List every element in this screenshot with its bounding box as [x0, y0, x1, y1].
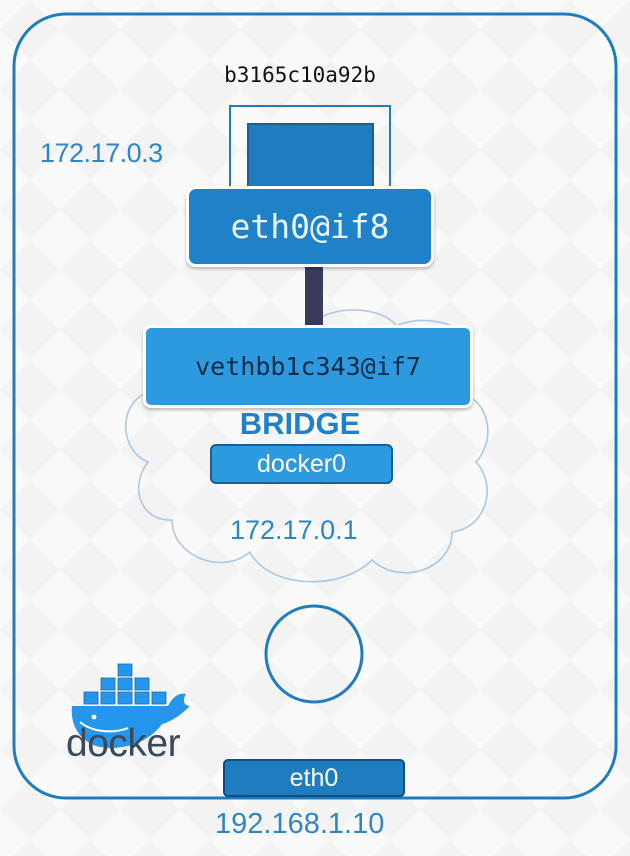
- bridge-title: BRIDGE: [239, 406, 361, 441]
- docker-logo-text: docker: [66, 722, 181, 765]
- container-interface-label: eth0@if8: [230, 207, 390, 246]
- veth-interface-box: vethbb1c343@if7: [143, 325, 473, 408]
- host-interface-label: eth0: [289, 763, 339, 792]
- container-outline: [229, 105, 391, 186]
- host-interface-box: eth0: [223, 759, 405, 797]
- container-body: [247, 123, 374, 189]
- veth-link: [305, 266, 323, 326]
- host-ip-label: 192.168.1.10: [215, 808, 385, 840]
- container-id-label: b3165c10a92b: [224, 63, 376, 87]
- host-connection-circle: [264, 604, 364, 704]
- host-frame: [12, 12, 618, 800]
- container-interface-box: eth0@if8: [186, 186, 434, 267]
- veth-interface-label: vethbb1c343@if7: [195, 352, 421, 381]
- docker-whale-icon: [71, 663, 190, 748]
- docker0-box: docker0: [210, 444, 393, 484]
- docker0-label: docker0: [257, 449, 346, 478]
- bridge-ip-label: 172.17.0.1: [230, 515, 358, 545]
- container-ip-label: 172.17.0.3: [40, 138, 163, 168]
